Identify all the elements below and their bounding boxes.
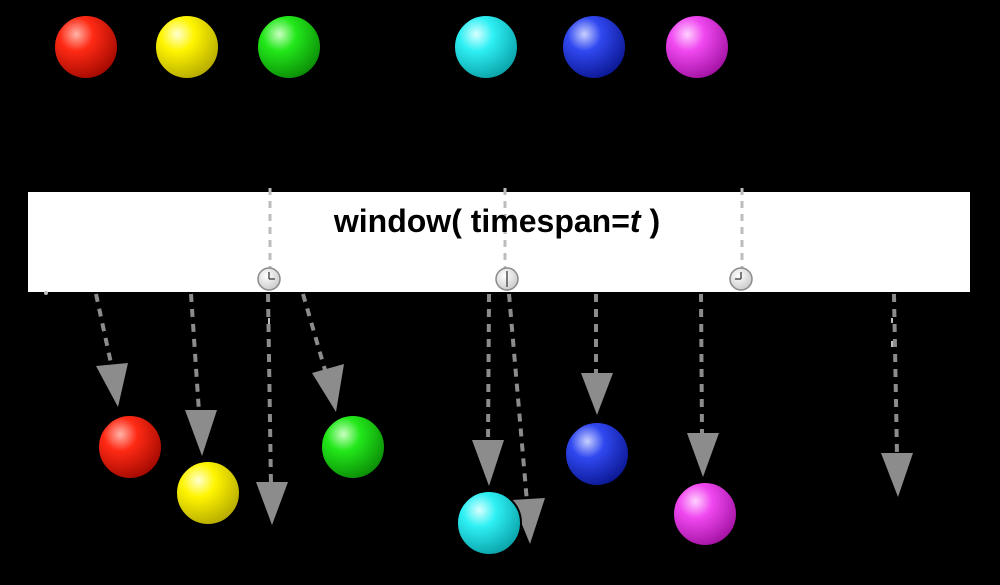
- arrow-heads: [96, 363, 913, 544]
- timeline-tick: [268, 318, 270, 324]
- timeline-tick: [891, 318, 893, 323]
- cyan-marble: [456, 490, 522, 556]
- magenta-marble: [664, 14, 730, 80]
- arrow-head: [472, 440, 504, 486]
- arrow-line: [266, 293, 273, 487]
- arrow-line: [94, 293, 114, 369]
- arrow-line: [486, 293, 491, 445]
- red-marble: [53, 14, 119, 80]
- arrow-head: [256, 482, 288, 525]
- operator-label: window( timespan=t ): [333, 203, 660, 239]
- timeline-dot: [44, 291, 48, 295]
- cyan-marble: [453, 14, 519, 80]
- arrow-head: [687, 433, 719, 477]
- source-timeline: [53, 14, 730, 80]
- timeline-tick: [891, 341, 893, 347]
- arrow-head: [512, 498, 545, 544]
- clock-icon: [729, 267, 753, 291]
- clock-icon: [257, 267, 281, 291]
- blue-marble: [564, 421, 630, 487]
- arrow-line: [507, 293, 529, 503]
- arrow-head: [581, 373, 613, 415]
- output-marbles: [97, 414, 738, 556]
- window-boundaries: [268, 188, 744, 268]
- arrow-line: [189, 293, 201, 413]
- clock-icon: [495, 267, 519, 291]
- green-marble: [256, 14, 322, 80]
- arrow-line: [892, 293, 899, 456]
- timeline-fragments: [44, 291, 893, 347]
- arrow-line: [301, 293, 327, 371]
- yellow-marble: [175, 460, 241, 526]
- yellow-marble: [154, 14, 220, 80]
- arrow-head: [881, 453, 913, 497]
- green-marble: [320, 414, 386, 480]
- output-arrows: [94, 293, 899, 503]
- arrow-head: [185, 410, 217, 456]
- blue-marble: [561, 14, 627, 80]
- arrow-head: [96, 363, 128, 407]
- arrow-line: [699, 293, 704, 436]
- red-marble: [97, 414, 163, 480]
- arrow-head: [312, 364, 344, 412]
- magenta-marble: [672, 481, 738, 547]
